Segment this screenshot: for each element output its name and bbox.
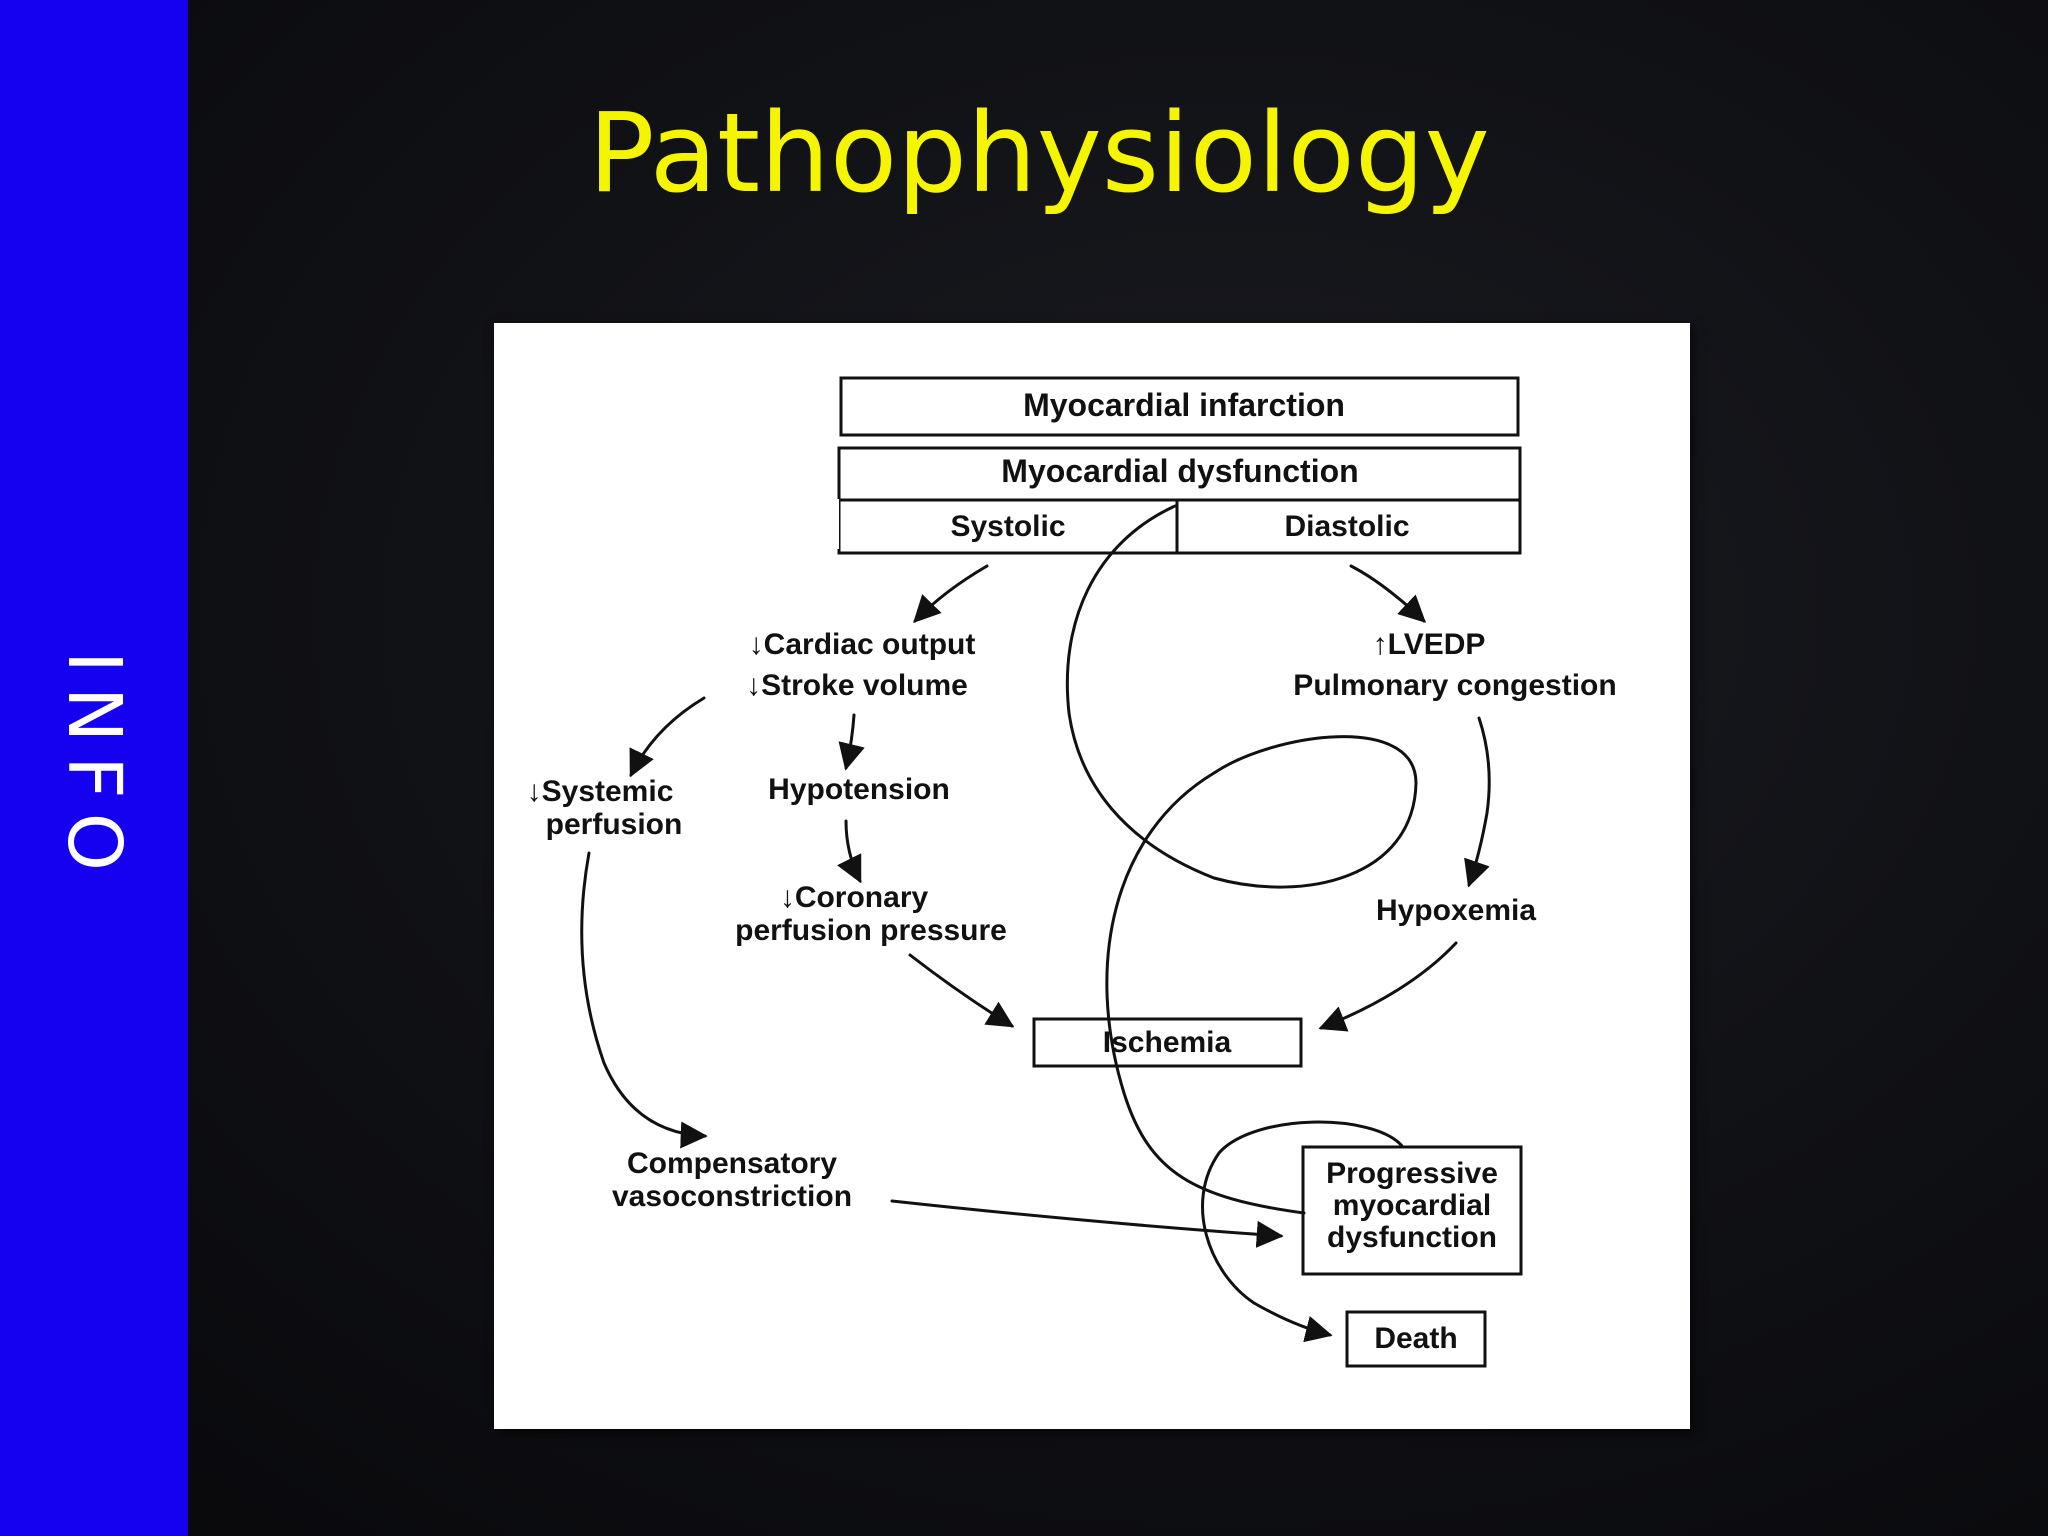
arrow-systemic-to-compensatory (580, 851, 708, 1149)
label-systemic-perfusion-2: perfusion (545, 808, 683, 841)
label-ischemia: Ischemia (1102, 1026, 1232, 1059)
arrow-progressive-to-death (1201, 1120, 1404, 1343)
label-compensatory-2: vasoconstriction (611, 1180, 853, 1213)
slide-title: Pathophysiology (588, 89, 1490, 217)
diagram-panel: Myocardial infarction Myocardial dysfunc… (494, 323, 1690, 1429)
spiral-feedback-loop (1065, 504, 1418, 1215)
label-compensatory-1: Compensatory (626, 1147, 838, 1180)
label-pulmonary-congestion: Pulmonary congestion (1293, 669, 1617, 702)
box-ischemia (1032, 1017, 1303, 1068)
box-myocardial-infarction (839, 376, 1520, 437)
label-diastolic: Diastolic (1284, 510, 1410, 543)
arrow-pulmonary-to-hypoxemia (1464, 716, 1491, 888)
label-lvedp: ↑LVEDP (1372, 628, 1486, 661)
label-myocardial-infarction: Myocardial infarction (1023, 387, 1345, 423)
label-coronary-1: ↓Coronary (779, 881, 929, 914)
label-progressive-2: myocardial (1332, 1189, 1492, 1222)
arrow-output-to-hypotension (838, 713, 865, 771)
label-systolic: Systolic (950, 510, 1066, 543)
label-cardiac-output: ↓Cardiac output (748, 628, 976, 661)
label-hypoxemia: Hypoxemia (1375, 894, 1537, 927)
arrow-output-to-systemic (629, 696, 706, 778)
arrow-diastolic-to-lvedp (1349, 564, 1426, 623)
arrow-compensatory-to-progressive (890, 1199, 1284, 1248)
label-stroke-volume: ↓Stroke volume (746, 669, 968, 702)
label-systemic-perfusion-1: ↓Systemic (526, 775, 674, 808)
arrow-coronary-to-ischemia (908, 953, 1015, 1028)
sidebar: INFO (0, 0, 188, 1536)
flowchart-graphics (580, 376, 1523, 1368)
label-hypotension: Hypotension (768, 773, 950, 806)
box-progressive-dysfunction (1301, 1145, 1523, 1276)
arrow-hypotension-to-coronary (837, 819, 862, 884)
box-death (1345, 1310, 1487, 1368)
arrow-systolic-to-output (913, 564, 989, 623)
sidebar-label: INFO (51, 651, 137, 885)
arrow-hypoxemia-to-ischemia (1318, 941, 1458, 1032)
label-progressive-3: dysfunction (1327, 1221, 1497, 1254)
label-progressive-1: Progressive (1326, 1157, 1498, 1190)
label-death: Death (1374, 1322, 1458, 1355)
label-coronary-2: perfusion pressure (735, 914, 1007, 947)
label-myocardial-dysfunction: Myocardial dysfunction (1001, 453, 1359, 489)
